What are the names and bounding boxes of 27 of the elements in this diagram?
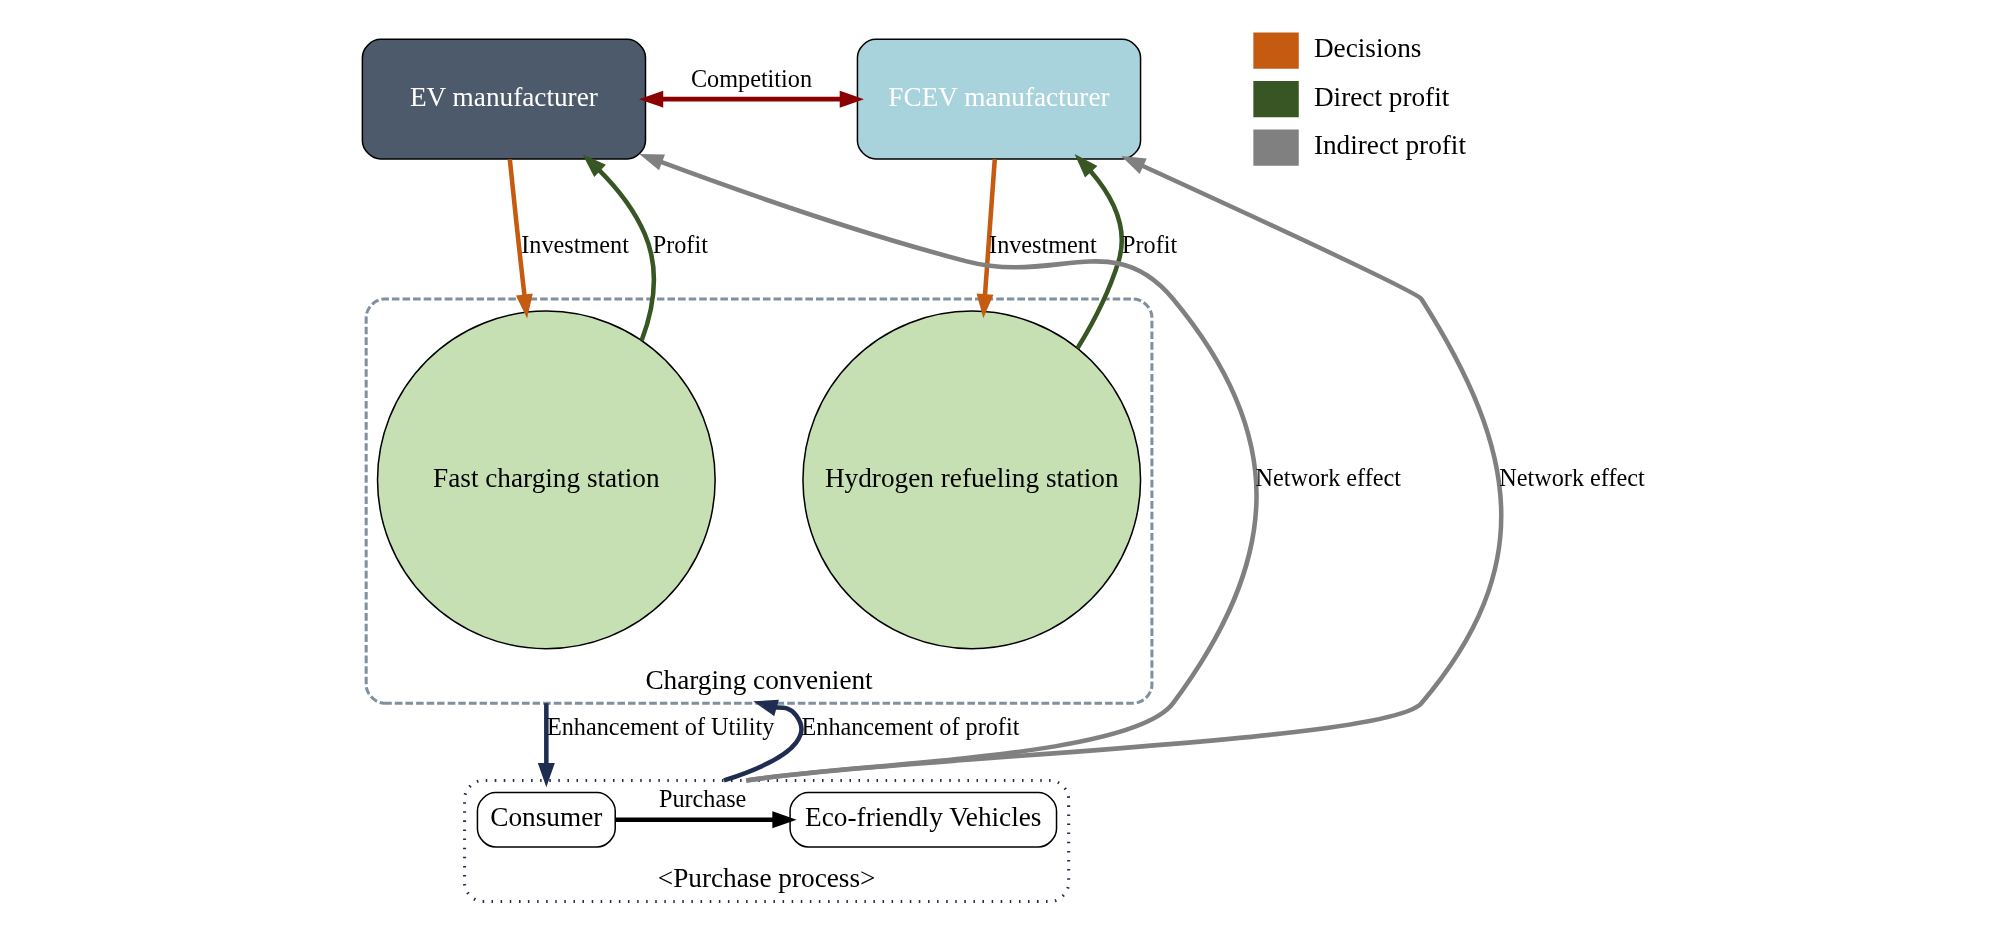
edge-label: Network effect: [1499, 463, 1645, 491]
edge-label: Network effect: [1255, 463, 1402, 491]
legend-label: Indirect profit: [1313, 130, 1466, 161]
legend-label: Direct profit: [1313, 81, 1450, 112]
edge-label: Investment: [989, 231, 1097, 259]
arrow: [976, 159, 998, 319]
node-box: FCEV manufacturer: [856, 38, 1142, 160]
arrow: [638, 90, 864, 108]
node-circle: Fast charging station: [376, 310, 716, 650]
arrow: [723, 699, 804, 783]
arrow: [615, 811, 797, 829]
edge-label: Enhancement of profit: [801, 712, 1020, 740]
legend-label: Decisions: [1313, 33, 1422, 64]
arrow: [639, 153, 1259, 783]
arrow: [745, 156, 1504, 783]
node-box: EV manufacturer: [361, 38, 647, 160]
arrow: [1074, 154, 1124, 350]
arrow: [537, 703, 555, 788]
edge-label: Profit: [652, 231, 708, 259]
arrow: [507, 159, 533, 319]
node-box: Consumer: [476, 791, 616, 848]
arrow: [582, 154, 657, 341]
edge-label: Competition: [690, 64, 813, 92]
node-box: Eco-friendly Vehicles: [789, 791, 1058, 848]
edge-label: Purchase: [658, 785, 747, 813]
edge-label: Investment: [521, 231, 629, 259]
node-circle: Hydrogen refueling station: [802, 310, 1142, 650]
